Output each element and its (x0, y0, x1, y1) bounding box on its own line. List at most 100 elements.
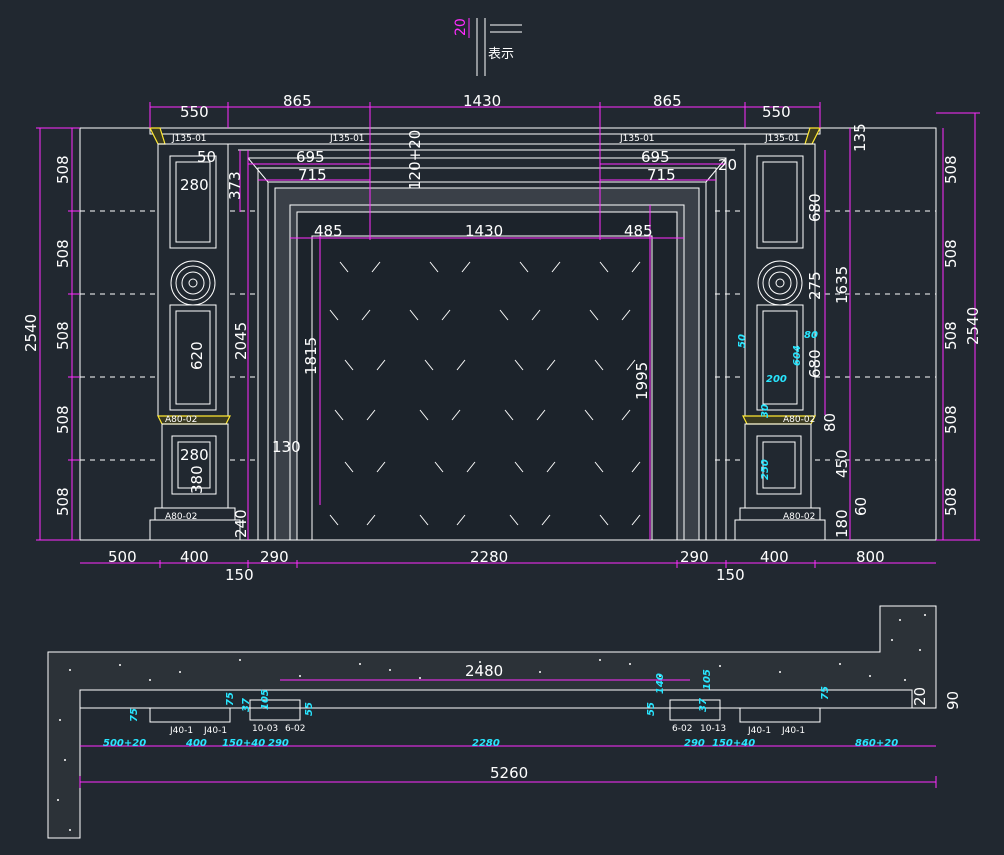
dim-rp-250: 250 (760, 459, 771, 480)
dim-rp-80: 80 (821, 413, 839, 432)
dim-rp-80c: 80 (804, 330, 818, 341)
dim-20: 20 (718, 156, 737, 174)
dim-715-left: 715 (298, 166, 327, 184)
dim-top-4: 865 (653, 92, 682, 110)
plan-seg-7: 150+40 (712, 738, 755, 749)
dim-695-right: 695 (641, 148, 670, 166)
plan-tag-6: 10-13 (700, 724, 726, 734)
plan-tag-5: 6-02 (672, 724, 692, 734)
dim-bottom-sub-2: 150 (716, 566, 745, 584)
dim-lp-2045: 2045 (232, 322, 250, 360)
plan-tag-8: J40-1 (781, 726, 805, 736)
dim-485-right: 485 (624, 222, 653, 240)
dim-rp-680: 680 (806, 193, 824, 222)
dim-right-row-2: 508 (942, 239, 960, 268)
dim-lp-620: 620 (188, 341, 206, 370)
plan-view: 2480 5260 500+20 400 150+40 290 2280 290… (47, 605, 962, 839)
dim-right-row-3: 508 (942, 321, 960, 350)
plan-seg-2: 400 (185, 738, 207, 749)
dim-lp-380: 380 (188, 465, 206, 494)
plan-small-3: 37 (241, 698, 252, 712)
plan-small-6: 140 (655, 673, 666, 694)
dim-bottom-6: 400 (760, 548, 789, 566)
dim-lp-130: 130 (272, 438, 301, 456)
dim-left-row-3: 508 (54, 321, 72, 350)
dim-right-total: 2540 (964, 307, 982, 345)
label-a80-rp-top: A80-02 (783, 415, 815, 425)
label-a80-rp-bot: A80-02 (783, 512, 815, 522)
dim-bottom-sub-1: 150 (225, 566, 254, 584)
dim-top-5: 550 (762, 103, 791, 121)
plan-small-11: 20 (911, 687, 929, 706)
label-a80-lp-bot: A80-02 (165, 512, 197, 522)
plan-seg-4: 290 (268, 738, 289, 749)
plan-seg-8: 860+20 (855, 738, 898, 749)
legend: 20 表示 (453, 18, 522, 76)
dim-1815: 1815 (302, 337, 320, 375)
dim-rp-200: 200 (766, 374, 787, 385)
dim-right-row-1: 508 (942, 155, 960, 184)
dim-lp-50: 50 (197, 148, 216, 166)
label-j135-2: J135-01 (329, 134, 365, 144)
plan-small-1: 75 (129, 708, 140, 722)
plan-small-7: 55 (646, 702, 657, 716)
dim-top-2: 865 (283, 92, 312, 110)
dim-rp-680b: 680 (806, 349, 824, 378)
plan-seg-1: 500+20 (103, 738, 146, 749)
plan-seg-3: 150+40 (222, 738, 265, 749)
dim-rp-1635: 1635 (833, 266, 851, 304)
plan-small-8: 37 (698, 698, 709, 712)
dim-left-row-4: 508 (54, 405, 72, 434)
dim-695-left: 695 (296, 148, 325, 166)
dim-715-right: 715 (647, 166, 676, 184)
plan-small-9: 105 (702, 669, 713, 690)
dim-rp-50: 50 (737, 334, 748, 348)
dim-rp-180: 180 (833, 509, 851, 538)
dim-lp-280b: 280 (180, 446, 209, 464)
legend-dim: 20 (453, 18, 469, 36)
dim-rp-604: 604 (792, 345, 803, 366)
label-j135-3: J135-01 (619, 134, 655, 144)
dim-lp-240: 240 (232, 509, 250, 538)
plan-small-2: 75 (225, 692, 236, 706)
label-j135-1: J135-01 (171, 134, 207, 144)
legend-label: 表示 (488, 47, 514, 62)
elevation (79, 127, 937, 541)
dim-top-3: 1430 (463, 92, 501, 110)
dim-120: 120+20 (406, 130, 424, 190)
dim-1995: 1995 (633, 362, 651, 400)
dim-bottom-1: 500 (108, 548, 137, 566)
dim-right-row-4: 508 (942, 405, 960, 434)
dimension-lines (36, 102, 980, 568)
dim-rp-275: 275 (806, 271, 824, 300)
dim-lp-280: 280 (180, 176, 209, 194)
plan-seg-5: 2280 (472, 738, 500, 749)
plan-tag-7: J40-1 (747, 726, 771, 736)
dim-rp-30: 30 (760, 404, 771, 418)
dim-top-right: 135 (851, 123, 869, 152)
dim-rp-60: 60 (852, 497, 870, 516)
dim-bottom-5: 290 (680, 548, 709, 566)
dim-485-left: 485 (314, 222, 343, 240)
dim-left-row-5: 508 (54, 487, 72, 516)
dim-lp-373: 373 (226, 171, 244, 200)
dim-left-row-1: 508 (54, 155, 72, 184)
plan-seg-6: 290 (684, 738, 705, 749)
plan-tag-4: 6-02 (285, 724, 305, 734)
plan-tag-1: J40-1 (169, 726, 193, 736)
dim-bottom-2: 400 (180, 548, 209, 566)
dim-top-1: 550 (180, 103, 209, 121)
dim-rp-450: 450 (833, 449, 851, 478)
dimension-labels: 550 865 1430 865 550 J135-01 J135-01 J13… (22, 92, 982, 584)
label-a80-lp-top: A80-02 (165, 415, 197, 425)
dim-1430-inner: 1430 (465, 222, 503, 240)
plan-tag-2: J40-1 (203, 726, 227, 736)
plan-tag-3: 10-03 (252, 724, 278, 734)
plan-small-4: 105 (260, 689, 271, 710)
dim-bottom-7: 800 (856, 548, 885, 566)
dim-right-row-5: 508 (942, 487, 960, 516)
concrete-speckle (57, 614, 926, 831)
plan-span: 2480 (465, 662, 503, 680)
plan-small-12: 90 (944, 691, 962, 710)
dim-left-total: 2540 (22, 314, 40, 352)
